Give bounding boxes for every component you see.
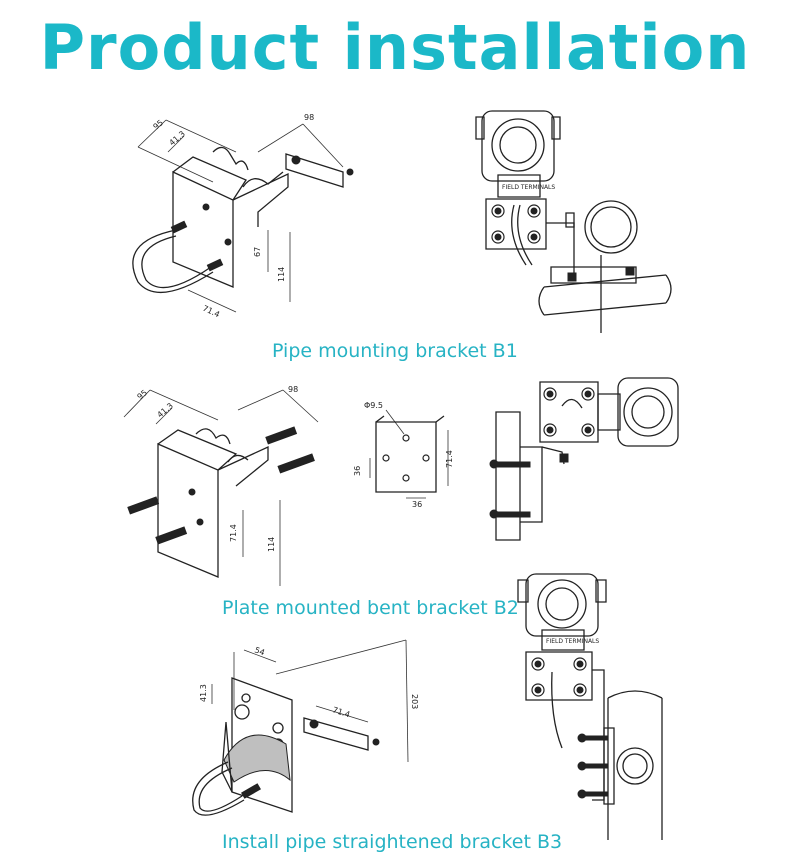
svg-text:71.4: 71.4 <box>201 304 221 320</box>
svg-text:41.3: 41.3 <box>199 684 208 702</box>
svg-text:36: 36 <box>412 500 422 509</box>
svg-text:71.4: 71.4 <box>229 524 238 542</box>
svg-text:71.4: 71.4 <box>331 705 351 719</box>
svg-text:36: 36 <box>353 466 362 476</box>
b3-bracket-drawing: 54 41.3 203 71.4 <box>186 632 419 827</box>
svg-text:67: 67 <box>253 247 262 257</box>
svg-text:114: 114 <box>277 267 286 282</box>
b1-transmitter-on-pipe-drawing: FIELD TERMINALS <box>476 105 676 335</box>
b1-caption: Pipe mounting bracket B1 <box>272 340 518 362</box>
svg-text:71.4: 71.4 <box>445 450 454 468</box>
svg-text:98: 98 <box>304 113 314 122</box>
svg-text:114: 114 <box>267 537 276 552</box>
b2-hole-pattern-drawing: Φ9.5 71.4 36 36 <box>353 401 454 509</box>
b1-bracket-drawing: 95 41.3 98 67 114 71.4 <box>118 113 368 320</box>
svg-text:98: 98 <box>288 385 298 394</box>
svg-text:203: 203 <box>410 694 419 709</box>
page-title: Product installation <box>39 11 751 84</box>
svg-text:41.3: 41.3 <box>168 129 187 147</box>
b2-caption: Plate mounted bent bracket B2 <box>222 597 519 619</box>
svg-text:95: 95 <box>136 388 150 401</box>
b3-caption: Install pipe straightened bracket B3 <box>222 831 563 853</box>
svg-text:Φ9.5: Φ9.5 <box>364 401 383 410</box>
svg-text:95: 95 <box>152 118 166 131</box>
b2-bolts <box>128 427 314 544</box>
b2-transmitter-on-plate-drawing <box>482 372 682 547</box>
svg-text:54: 54 <box>253 645 266 657</box>
b2-bracket-drawing: 95 41.3 98 71.4 114 <box>118 385 323 590</box>
b3-transmitter-vertical-pipe-drawing: FIELD TERMINALS <box>512 568 680 840</box>
svg-text:FIELD TERMINALS: FIELD TERMINALS <box>502 184 555 191</box>
svg-text:41.3: 41.3 <box>156 401 175 419</box>
svg-text:FIELD TERMINALS: FIELD TERMINALS <box>546 638 599 645</box>
